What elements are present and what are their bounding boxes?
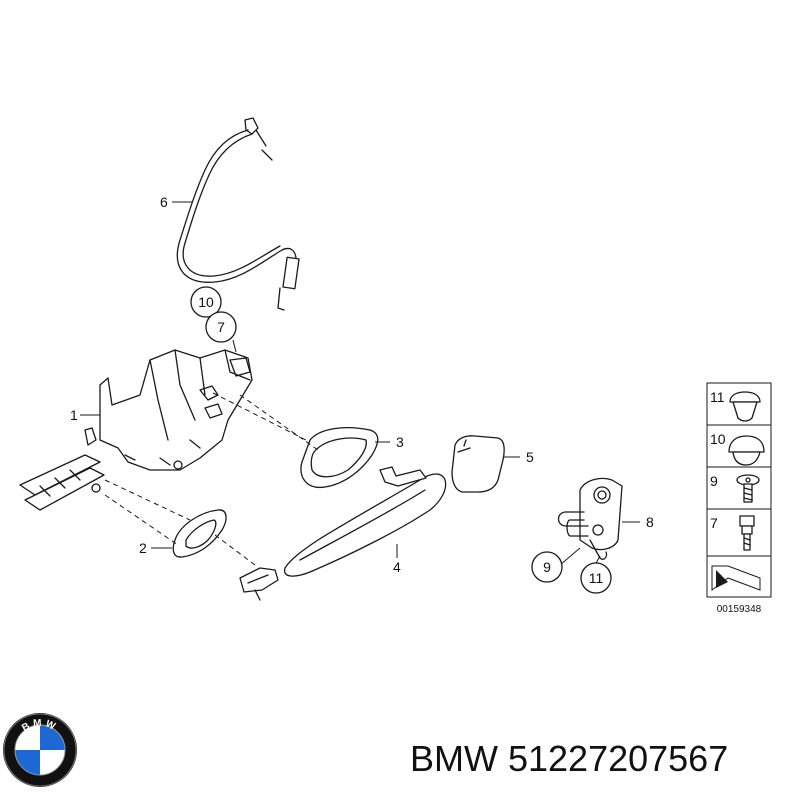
- legend-num-11: 11: [710, 389, 725, 405]
- callout-2: 2: [139, 540, 147, 556]
- callout-3: 3: [396, 434, 404, 450]
- gasket-part-2: [172, 509, 227, 558]
- carrier-part-1: [19, 349, 253, 511]
- cap-part-5: [451, 435, 505, 493]
- logo-lettering: BMW: [20, 718, 59, 734]
- callout-5: 5: [526, 449, 534, 465]
- callout-circle-7: [205, 311, 237, 343]
- striker-part-8: [557, 477, 623, 560]
- plug-cap-icon: [729, 391, 761, 422]
- part-number-caption: BMW 51227207567: [410, 738, 729, 779]
- direction-arrow-icon: [711, 565, 761, 591]
- hex-bolt-icon: [739, 515, 755, 551]
- bmw-logo: BMW: [3, 713, 77, 787]
- callout-1: 1: [70, 407, 78, 423]
- callout-7: 7: [217, 319, 225, 335]
- legend-num-7: 7: [710, 515, 718, 531]
- legend-num-10: 10: [710, 431, 726, 447]
- callout-8: 8: [646, 514, 654, 530]
- gasket-part-3: [300, 427, 379, 488]
- callout-circle-11: [580, 562, 612, 594]
- callout-10: 10: [198, 294, 214, 310]
- callout-11: 11: [589, 570, 604, 586]
- assembly-lines: [104, 392, 319, 566]
- callouts: 6 1 2 3 4 5 8 10 7 9 11: [70, 194, 654, 594]
- callout-circle-10: [190, 286, 222, 318]
- round-plug-icon: [728, 435, 765, 466]
- callout-4: 4: [393, 559, 401, 575]
- diagram-id: 00159348: [717, 604, 762, 615]
- handle-part-4: [239, 466, 447, 601]
- callout-circle-9: [531, 551, 563, 583]
- torx-screw-icon: [736, 474, 760, 503]
- callout-9: 9: [543, 559, 551, 575]
- cable-part-6: [176, 117, 300, 311]
- callout-6: 6: [160, 194, 168, 210]
- legend-num-9: 9: [710, 473, 718, 489]
- small-parts-legend: 11 10 9 7 00159348: [706, 382, 772, 615]
